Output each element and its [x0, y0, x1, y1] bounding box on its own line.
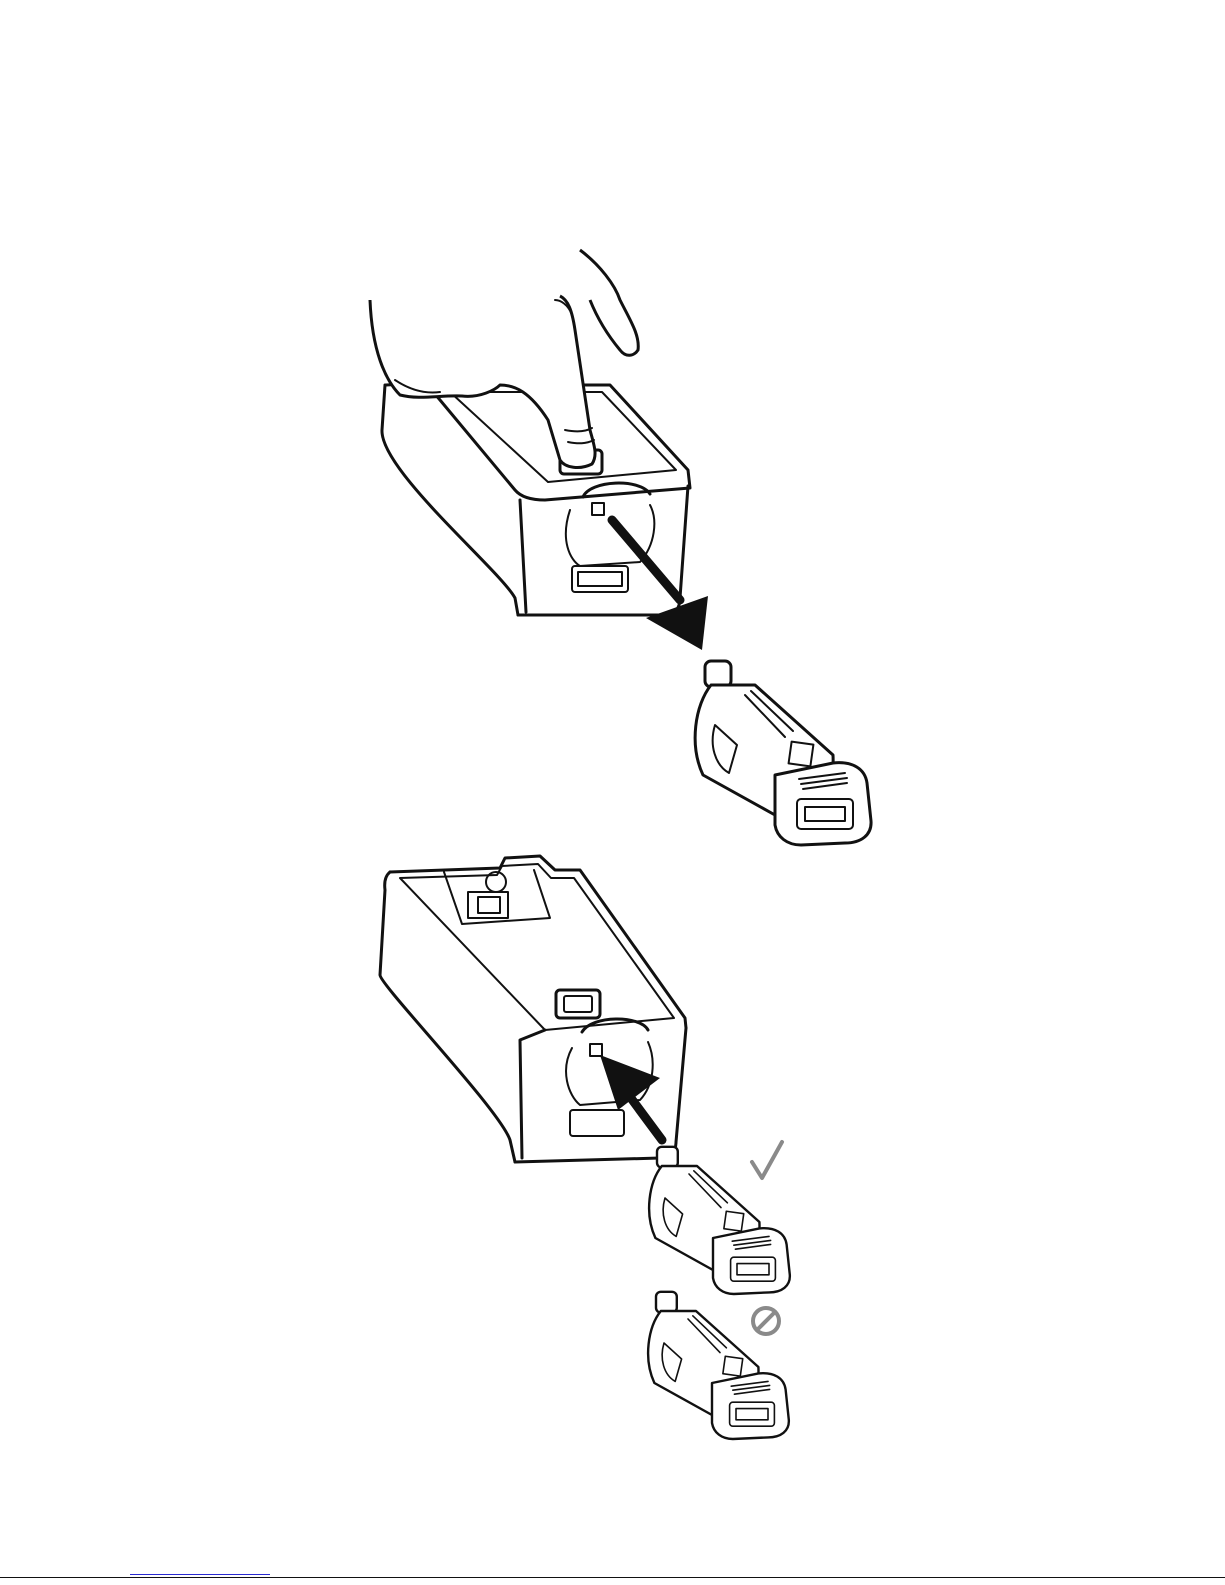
arrow-down-right-icon: [612, 520, 708, 650]
hand-illustration: [370, 250, 638, 467]
plug-removed: [695, 661, 871, 845]
footer-rule: [0, 1577, 1225, 1578]
charger-body-top: [382, 380, 690, 615]
step-remove-plug: [370, 250, 871, 845]
step-insert-plug: [380, 856, 790, 1439]
footer-link-underline[interactable]: [130, 1574, 270, 1575]
plug-incorrect: [648, 1292, 789, 1439]
prohibited-icon: [753, 1308, 779, 1334]
release-button-bottom: [556, 990, 600, 1018]
checkmark-icon: [752, 1142, 782, 1178]
